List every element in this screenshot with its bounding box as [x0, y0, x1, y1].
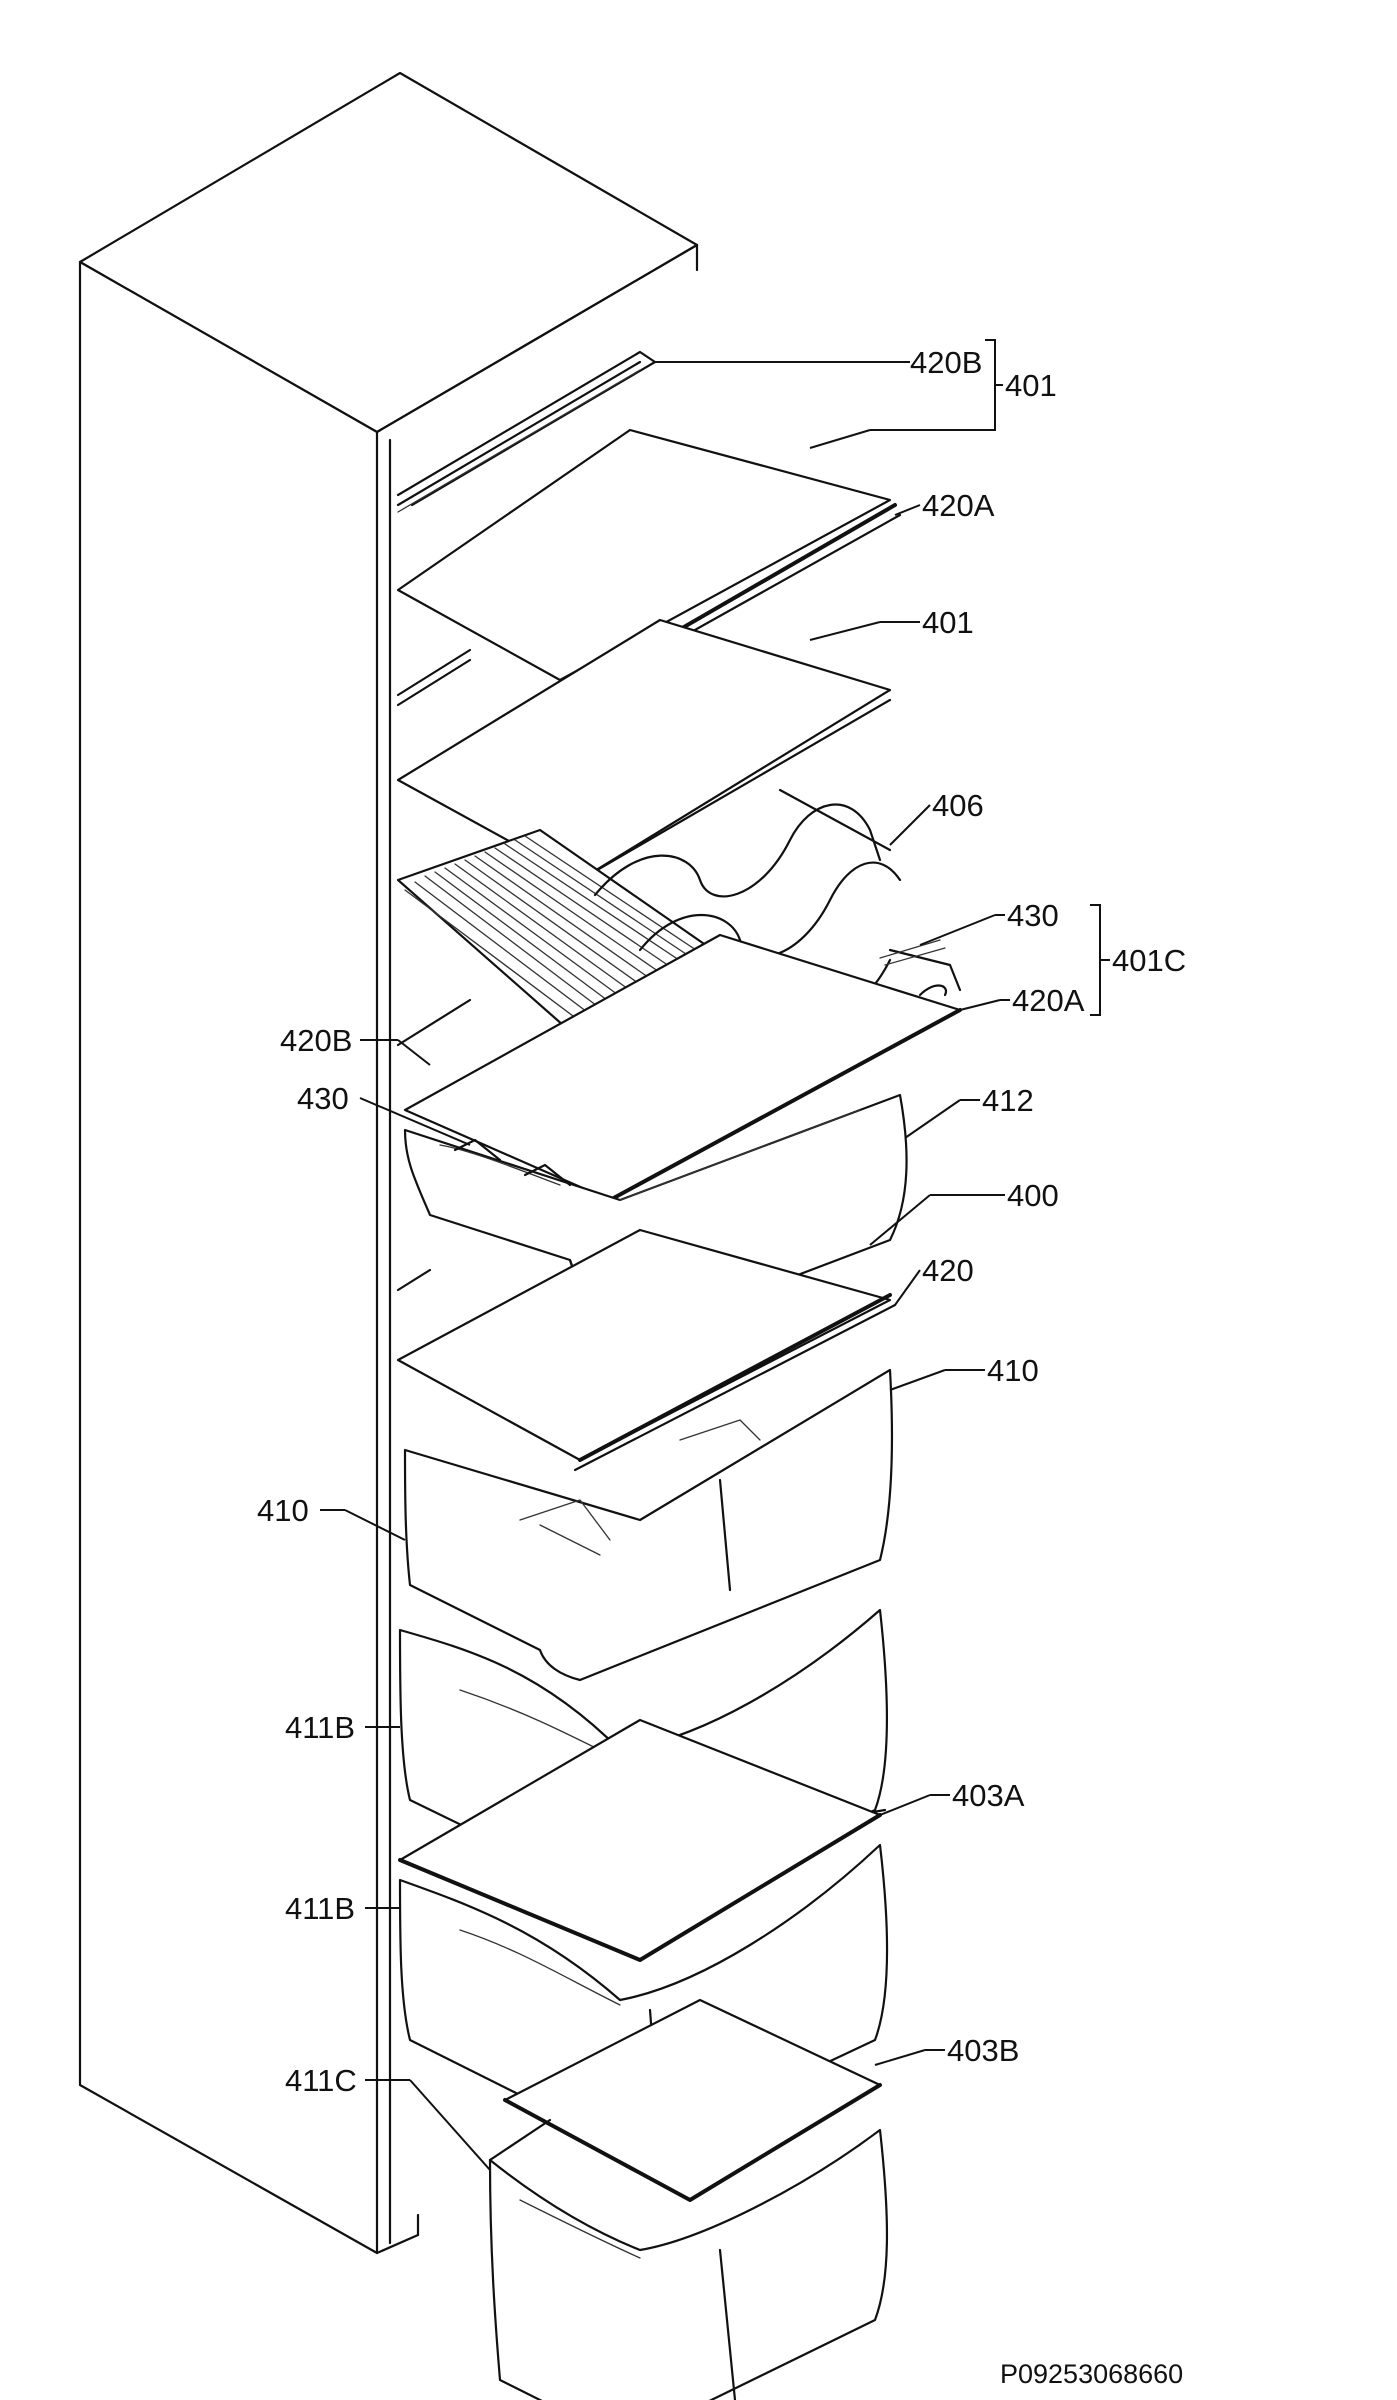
drawer-410: [403, 1368, 894, 1682]
label-430-left: 430: [297, 1081, 349, 1116]
label-410-left: 410: [257, 1493, 309, 1528]
label-411B-upper: 411B: [285, 1710, 355, 1745]
label-411B-lower: 411B: [285, 1891, 355, 1926]
label-400: 400: [1007, 1178, 1059, 1213]
label-401C: 401C: [1112, 943, 1186, 978]
glass-plate-403B: [503, 1998, 882, 2202]
label-401-group-top: 401: [1005, 368, 1057, 403]
label-420B-left: 420B: [280, 1023, 352, 1058]
label-403A: 403A: [952, 1778, 1025, 1813]
label-420: 420: [922, 1253, 974, 1288]
part-labels: 420B 401 420A 401 406 430 401C 420A 420B…: [257, 345, 1186, 2098]
label-403B: 403B: [947, 2033, 1019, 2068]
label-420B-top: 420B: [910, 345, 982, 380]
label-411C: 411C: [285, 2063, 357, 2098]
drawer-411C: [488, 2118, 889, 2400]
label-420A-right: 420A: [1012, 983, 1085, 1018]
label-410-right: 410: [987, 1353, 1039, 1388]
label-430-right: 430: [1007, 898, 1059, 933]
leader-lines: [320, 339, 1110, 2171]
shelf-401-middle: [396, 618, 892, 882]
label-420A-top: 420A: [922, 488, 995, 523]
label-401-middle: 401: [922, 605, 974, 640]
label-406: 406: [932, 788, 984, 823]
document-id: P09253068660: [1000, 2359, 1183, 2389]
label-412: 412: [982, 1083, 1034, 1118]
refrigerator-cabinet: [78, 71, 699, 2255]
shelf-400: [396, 1228, 897, 1472]
